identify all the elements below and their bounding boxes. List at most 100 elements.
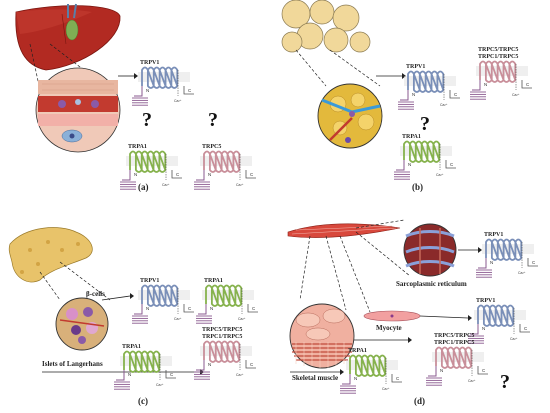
membrane xyxy=(474,310,526,320)
n-terminal-tail xyxy=(472,80,481,91)
transmembrane-segments xyxy=(203,150,241,173)
transmembrane-segments xyxy=(123,350,161,373)
transmembrane-segments xyxy=(435,346,473,369)
n-terminal-label: N xyxy=(146,88,149,93)
membrane xyxy=(200,346,252,356)
n-terminal-tail xyxy=(342,374,351,385)
adipose-tissue-zoom xyxy=(317,83,383,149)
question-mark: ? xyxy=(500,371,510,393)
islet-zoom xyxy=(55,297,109,351)
calcium-label: Ca²⁺ xyxy=(468,379,476,383)
n-terminal-label: N xyxy=(484,82,487,87)
muscle-illustration xyxy=(287,223,401,238)
c-terminal-label: C xyxy=(482,368,486,373)
calcium-label: Ca²⁺ xyxy=(236,373,244,377)
c-terminal-label: C xyxy=(532,260,536,265)
c-terminal-label: C xyxy=(250,362,254,367)
c-terminal-label: C xyxy=(176,172,180,177)
c-terminal-tail xyxy=(245,360,256,369)
myocyte-label: Myocyte xyxy=(376,324,402,332)
membrane xyxy=(200,156,252,166)
panel-label-b: (b) xyxy=(412,182,423,192)
c-terminal-label: C xyxy=(396,376,400,381)
c-terminal-tail xyxy=(477,366,488,375)
calcium-label: Ca²⁺ xyxy=(436,173,444,177)
membrane xyxy=(346,360,398,370)
n-terminal-label: N xyxy=(412,92,415,97)
transmembrane-segments xyxy=(203,340,241,363)
n-terminal-tail xyxy=(396,160,405,171)
c-terminal-label: C xyxy=(252,306,256,311)
islets-label: Islets of Langerhans xyxy=(42,360,103,368)
skeletal-muscle-zoom xyxy=(289,303,355,369)
channel-title: TRPA1 xyxy=(128,144,147,150)
panel-label-d: (d) xyxy=(414,396,425,406)
liver-tissue-zoom xyxy=(35,67,121,153)
channel-title: TRPV1 xyxy=(406,64,425,70)
channel-title: TRPA1 xyxy=(204,278,223,284)
myocyte-illustration xyxy=(363,310,421,322)
c-terminal-tail xyxy=(183,304,194,313)
n-terminal-label: N xyxy=(208,362,211,367)
channel-title: TRPC1/TRPC5 xyxy=(434,340,474,346)
c-terminal-label: C xyxy=(250,172,254,177)
membrane xyxy=(482,244,534,254)
channel-title: TRPA1 xyxy=(122,344,141,350)
membrane xyxy=(400,146,452,156)
c-terminal-label: C xyxy=(524,326,528,331)
c-terminal-tail xyxy=(521,80,532,89)
n-terminal-tail xyxy=(134,86,143,97)
membrane xyxy=(126,156,178,166)
c-terminal-tail xyxy=(527,258,538,267)
calcium-label: Ca²⁺ xyxy=(162,183,170,187)
channel-title: TRPC5/TRPC5 xyxy=(478,47,518,53)
transmembrane-segments xyxy=(403,140,441,163)
membrane xyxy=(404,76,456,86)
transmembrane-segments xyxy=(479,60,517,83)
transmembrane-segments xyxy=(205,284,243,307)
channel-title: TRPV1 xyxy=(140,60,159,66)
transmembrane-segments xyxy=(407,70,445,93)
panel-label-c: (c) xyxy=(138,396,148,406)
question-mark: ? xyxy=(142,109,152,131)
sarcoplasmic-reticulum-zoom xyxy=(403,223,457,277)
sarcoplasmic-reticulum-label: Sarcoplasmic reticulum xyxy=(396,280,467,288)
c-terminal-tail xyxy=(449,90,460,99)
question-mark: ? xyxy=(420,113,430,135)
channel-title: TRPC5/TRPC5 xyxy=(434,333,474,339)
n-terminal-tail xyxy=(196,170,205,181)
c-terminal-label: C xyxy=(170,372,174,377)
channel-title: TRPV1 xyxy=(140,278,159,284)
n-terminal-label: N xyxy=(128,372,131,377)
channel-title: TRPC5 xyxy=(202,144,221,150)
c-terminal-tail xyxy=(391,374,402,383)
n-terminal-tail xyxy=(116,370,125,381)
channel-title: TRPV1 xyxy=(476,298,495,304)
calcium-label: Ca²⁺ xyxy=(156,383,164,387)
channel-title: TRPC1/TRPC5 xyxy=(202,334,242,340)
membrane xyxy=(138,290,190,300)
n-terminal-label: N xyxy=(146,306,149,311)
beta-cells-label: β-cells xyxy=(86,290,105,298)
n-terminal-label: N xyxy=(134,172,137,177)
adipocytes-illustration xyxy=(281,0,371,53)
calcium-label: Ca²⁺ xyxy=(440,103,448,107)
channel-title: TRPV1 xyxy=(484,232,503,238)
n-terminal-label: N xyxy=(210,306,213,311)
n-terminal-label: N xyxy=(408,162,411,167)
